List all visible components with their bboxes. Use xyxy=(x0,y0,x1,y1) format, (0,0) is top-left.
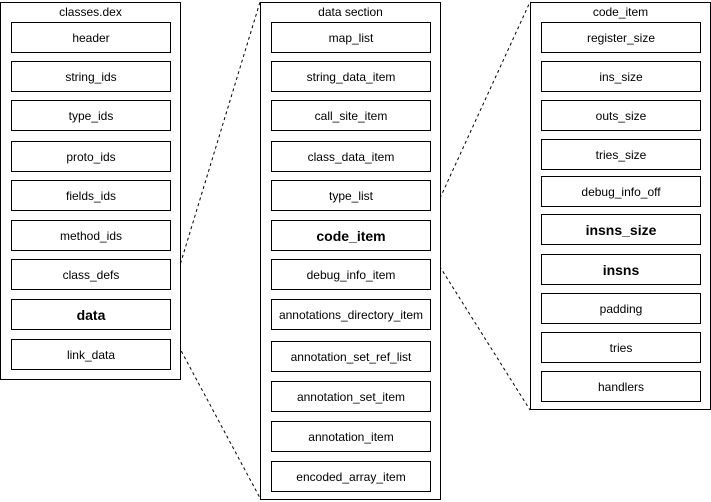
item-call-site-item: call_site_item xyxy=(271,100,431,131)
item-ins-size: ins_size xyxy=(541,61,701,92)
item-debug-info-item: debug_info_item xyxy=(271,259,431,290)
item-tries-size: tries_size xyxy=(541,139,701,170)
item-map-list: map_list xyxy=(271,22,431,53)
item-data: data xyxy=(11,299,171,330)
item-outs-size: outs_size xyxy=(541,100,701,131)
item-encoded-array-item: encoded_array_item xyxy=(271,461,431,492)
connector-data-bottom xyxy=(169,329,261,499)
connector-code-item-top xyxy=(429,1,531,221)
classes-dex-title: classes.dex xyxy=(59,5,122,19)
item-method-ids: method_ids xyxy=(11,220,171,251)
code-item-panel: code_item register_size ins_size outs_si… xyxy=(530,2,711,410)
item-fields-ids: fields_ids xyxy=(11,180,171,211)
connector-code-item-bottom xyxy=(429,250,531,411)
item-annotations-directory-item: annotations_directory_item xyxy=(271,299,431,330)
data-section-panel: data section map_list string_data_item c… xyxy=(260,2,441,500)
item-proto-ids: proto_ids xyxy=(11,141,171,172)
item-header: header xyxy=(11,22,171,53)
item-padding: padding xyxy=(541,293,701,324)
item-type-ids: type_ids xyxy=(11,100,171,131)
item-string-ids: string_ids xyxy=(11,61,171,92)
item-insns: insns xyxy=(541,254,701,285)
item-tries: tries xyxy=(541,332,701,363)
classes-dex-panel: classes.dex header string_ids type_ids p… xyxy=(0,2,181,380)
item-annotation-set-item: annotation_set_item xyxy=(271,381,431,412)
item-class-data-item: class_data_item xyxy=(271,141,431,172)
item-insns-size: insns_size xyxy=(541,214,701,245)
item-type-list: type_list xyxy=(271,180,431,211)
item-code-item: code_item xyxy=(271,220,431,251)
item-debug-info-off: debug_info_off xyxy=(541,176,701,207)
data-section-title: data section xyxy=(318,5,383,19)
item-handlers: handlers xyxy=(541,371,701,402)
item-annotation-set-ref-list: annotation_set_ref_list xyxy=(271,341,431,372)
item-register-size: register_size xyxy=(541,22,701,53)
item-link-data: link_data xyxy=(11,339,171,370)
item-string-data-item: string_data_item xyxy=(271,61,431,92)
code-item-title: code_item xyxy=(592,5,649,19)
connector-data-top xyxy=(169,1,261,299)
item-class-defs: class_defs xyxy=(11,259,171,290)
item-annotation-item: annotation_item xyxy=(271,421,431,452)
